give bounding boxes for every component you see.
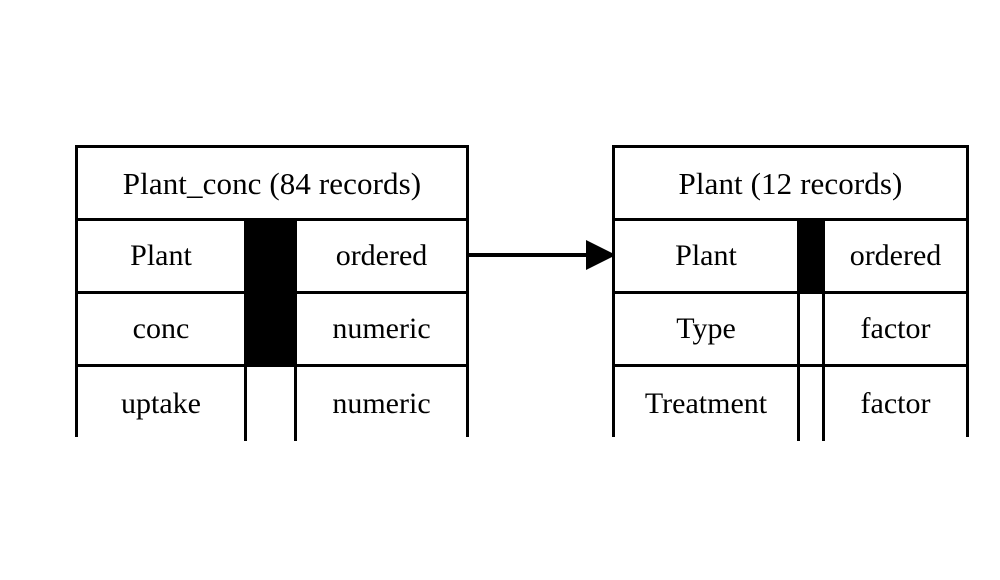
- relationship-arrow-plant-conc-to-plant[interactable]: [466, 232, 616, 278]
- table-row[interactable]: Plant ordered: [615, 221, 966, 294]
- field-name-cell: Plant: [615, 221, 797, 291]
- key-marker-cell: [797, 221, 822, 291]
- key-marker-cell: [797, 367, 822, 441]
- entity-title-plant: Plant (12 records): [678, 165, 903, 201]
- entity-box-plant-conc[interactable]: Plant_conc (84 records) Plant ordered co…: [75, 145, 469, 441]
- entity-header-plant-conc: Plant_conc (84 records): [78, 148, 466, 221]
- field-name-cell: conc: [78, 294, 244, 364]
- field-type-cell: factor: [822, 367, 966, 441]
- key-marker-cell: [797, 294, 822, 364]
- entity-box-plant[interactable]: Plant (12 records) Plant ordered Type fa…: [612, 145, 969, 441]
- field-name-cell: Type: [615, 294, 797, 364]
- arrowhead-icon: [586, 240, 616, 270]
- field-name-cell: Plant: [78, 221, 244, 291]
- table-row[interactable]: Treatment factor: [615, 367, 966, 441]
- table-row[interactable]: Type factor: [615, 294, 966, 367]
- field-type-cell: numeric: [294, 367, 466, 441]
- field-type-cell: ordered: [294, 221, 466, 291]
- field-name-cell: Treatment: [615, 367, 797, 441]
- table-row[interactable]: conc numeric: [78, 294, 466, 367]
- key-marker-cell: [244, 294, 294, 364]
- entity-title-plant-conc: Plant_conc (84 records): [122, 165, 422, 201]
- table-row[interactable]: uptake numeric: [78, 367, 466, 441]
- key-marker-cell: [244, 367, 294, 441]
- field-type-cell: numeric: [294, 294, 466, 364]
- field-type-cell: ordered: [822, 221, 966, 291]
- table-row[interactable]: Plant ordered: [78, 221, 466, 294]
- entity-header-plant: Plant (12 records): [615, 148, 966, 221]
- field-type-cell: factor: [822, 294, 966, 364]
- field-name-cell: uptake: [78, 367, 244, 441]
- key-marker-cell: [244, 221, 294, 291]
